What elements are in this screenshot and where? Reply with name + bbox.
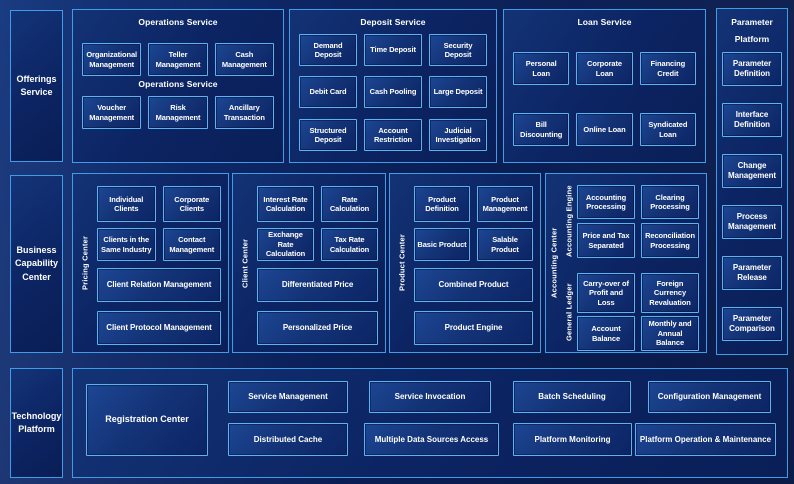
loan-row-1: Personal Loan Corporate Loan Financing C… (504, 52, 705, 85)
business-capability-center-label: Business Capability Center (10, 175, 63, 353)
diagram-cell: Corporate Clients (162, 186, 221, 222)
diagram-cell: Security Deposit (429, 34, 487, 66)
diagram-cell: Client Relation Management (97, 268, 221, 302)
deposit-row-1: Demand Deposit Time Deposit Security Dep… (290, 34, 496, 66)
operations-row-1: Organizational Management Teller Managem… (73, 43, 283, 76)
diagram-cell: Basic Product (414, 228, 470, 261)
diagram-cell: Platform Monitoring (513, 423, 632, 456)
diagram-cell: Syndicated Loan (639, 113, 696, 146)
diagram-cell: Service Management (228, 381, 348, 413)
technology-platform-section: Registration Center Service Management S… (72, 368, 788, 478)
diagram-cell: Rate Calculation (321, 186, 378, 222)
diagram-cell: Multiple Data Sources Access (364, 423, 499, 456)
diagram-cell: Judicial Investigation (429, 119, 487, 151)
diagram-cell: Cash Management (214, 43, 274, 76)
diagram-cell: Foreign Currency Revaluation (641, 273, 699, 313)
diagram-cell: Organizational Management (82, 43, 142, 76)
pricing-center-content: Individual Clients Corporate Clients Cli… (97, 174, 221, 352)
diagram-cell: Cash Pooling (364, 76, 422, 108)
registration-center-box: Registration Center (86, 384, 208, 456)
operations-row-2: Voucher Management Risk Management Ancil… (73, 96, 283, 129)
diagram-cell: Individual Clients (97, 186, 156, 222)
offerings-service-label: Offerings Service (10, 10, 63, 162)
diagram-cell: Structured Deposit (299, 119, 357, 151)
diagram-cell: Distributed Cache (228, 423, 348, 456)
diagram-cell: Service Invocation (369, 381, 491, 413)
general-ledger-vertical-label: General Ledger (564, 283, 574, 341)
diagram-cell: Client Protocol Management (97, 311, 221, 345)
general-ledger-group: General Ledger Carry-over of Profit and … (561, 273, 701, 351)
diagram-cell: Clients in the Same Industry (97, 228, 156, 261)
diagram-cell: Product Engine (414, 311, 533, 345)
diagram-cell: Large Deposit (429, 76, 487, 108)
parameter-platform-section: Parameter Platform Parameter Definition … (716, 8, 788, 355)
accounting-groups: Accounting Engine Accounting Processing … (561, 174, 701, 352)
accounting-engine-vertical-label: Accounting Engine (564, 185, 574, 258)
section-title: Operations Service (138, 17, 218, 27)
diagram-cell: Parameter Release (722, 256, 782, 290)
diagram-cell: Salable Product (477, 228, 533, 261)
diagram-cell: Platform Operation & Maintenance (635, 423, 776, 456)
diagram-cell: Personal Loan (513, 52, 570, 85)
diagram-cell: Parameter Definition (722, 52, 782, 86)
product-center-section: Product Center Product Definition Produc… (389, 173, 541, 353)
diagram-cell: Account Restriction (364, 119, 422, 151)
diagram-cell: Change Management (722, 154, 782, 188)
deposit-service-section: Deposit Service Demand Deposit Time Depo… (289, 9, 497, 163)
diagram-cell: Ancillary Transaction (214, 96, 274, 129)
section-mid-title: Operations Service (138, 79, 218, 89)
diagram-cell: Bill Discounting (513, 113, 570, 146)
operations-service-section: Operations Service Organizational Manage… (72, 9, 284, 163)
diagram-cell: Monthly and Annual Balance (641, 316, 699, 351)
section-title: Deposit Service (360, 17, 426, 27)
diagram-cell: Online Loan (576, 113, 633, 146)
deposit-row-2: Debit Card Cash Pooling Large Deposit (290, 76, 496, 108)
diagram-cell: Price and Tax Separated (577, 223, 635, 258)
diagram-cell: Account Balance (577, 316, 635, 351)
client-center-section: Client Center Interest Rate Calculation … (232, 173, 386, 353)
technology-platform-label: Technology Platform (10, 368, 63, 478)
diagram-cell: Product Management (477, 186, 533, 222)
product-center-content: Product Definition Product Management Ba… (414, 174, 533, 352)
pricing-center-section: Pricing Center Individual Clients Corpor… (72, 173, 229, 353)
diagram-cell: Process Management (722, 205, 782, 239)
diagram-cell: Interface Definition (722, 103, 782, 137)
diagram-cell: Voucher Management (82, 96, 142, 129)
diagram-cell: Contact Management (162, 228, 221, 261)
diagram-cell: Combined Product (414, 268, 533, 302)
diagram-cell: Configuration Management (648, 381, 771, 413)
diagram-cell: Accounting Processing (577, 185, 635, 219)
diagram-cell: Financing Credit (639, 52, 696, 85)
diagram-cell: Clearing Processing (641, 185, 699, 219)
diagram-cell: Batch Scheduling (513, 381, 631, 413)
section-title: Loan Service (577, 17, 632, 27)
diagram-cell: Personalized Price (257, 311, 378, 345)
diagram-cell: Debit Card (299, 76, 357, 108)
client-center-vertical-label: Client Center (240, 238, 250, 288)
loan-row-2: Bill Discounting Online Loan Syndicated … (504, 113, 705, 146)
diagram-cell: Demand Deposit (299, 34, 357, 66)
diagram-cell: Risk Management (148, 96, 208, 129)
diagram-cell: Differentiated Price (257, 268, 378, 302)
product-center-vertical-label: Product Center (397, 234, 407, 292)
deposit-row-3: Structured Deposit Account Restriction J… (290, 119, 496, 151)
diagram-cell: Product Definition (414, 186, 470, 222)
accounting-center-section: Accounting Center Accounting Engine Acco… (545, 173, 707, 353)
diagram-cell: Interest Rate Calculation (257, 186, 314, 222)
diagram-cell: Tax Rate Calculation (321, 228, 378, 261)
client-center-content: Interest Rate Calculation Rate Calculati… (257, 174, 378, 352)
diagram-cell: Parameter Comparison (722, 307, 782, 341)
loan-service-section: Loan Service Personal Loan Corporate Loa… (503, 9, 706, 163)
section-title: Parameter Platform (731, 17, 773, 44)
accounting-engine-group: Accounting Engine Accounting Processing … (561, 185, 701, 258)
diagram-cell: Reconciliation Processing (641, 223, 699, 258)
diagram-cell: Corporate Loan (576, 52, 633, 85)
diagram-cell: Exchange Rate Calculation (257, 228, 314, 261)
diagram-cell: Teller Management (148, 43, 208, 76)
diagram-cell: Carry-over of Profit and Loss (577, 273, 635, 313)
pricing-center-vertical-label: Pricing Center (80, 235, 90, 291)
accounting-center-vertical-label: Accounting Center (549, 227, 559, 299)
diagram-cell: Time Deposit (364, 34, 422, 66)
